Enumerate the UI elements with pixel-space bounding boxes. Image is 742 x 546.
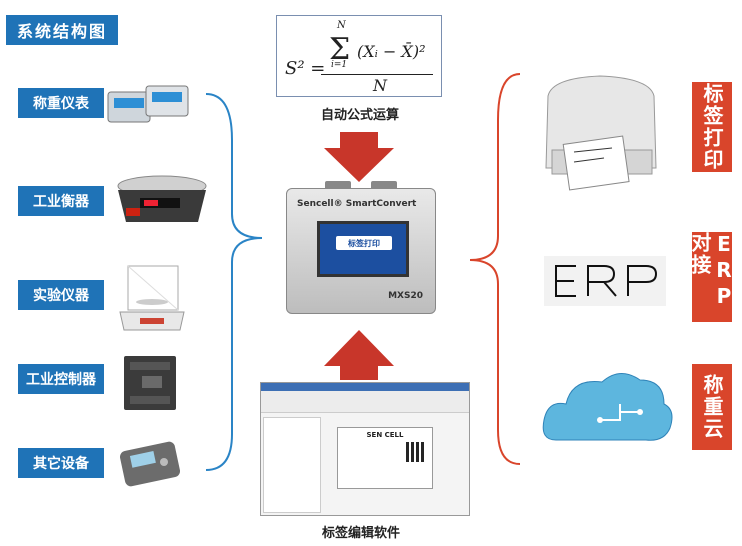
left-brace (205, 93, 263, 471)
left-label-lab-instrument: 实验仪器 (18, 280, 104, 310)
label-preview-head: SEN CELL (366, 431, 404, 439)
lab-balance-icon (119, 265, 185, 331)
formula-box: S² = N Σ i=1 (Xᵢ − X̄)² N (276, 15, 442, 97)
device-connector (325, 181, 351, 189)
right-label-erp: ERP对接 (688, 232, 736, 322)
right-brace (469, 73, 521, 465)
industrial-scale-icon (117, 175, 207, 222)
right-label-weighing-cloud: 称重云 (692, 364, 732, 450)
device-screen-button: 标签打印 (336, 236, 392, 250)
left-label-industrial-controller: 工业控制器 (18, 364, 104, 394)
formula-numerator: (Xᵢ − X̄)² (357, 42, 426, 61)
software-property-panel (263, 417, 321, 513)
label-printer-icon (545, 75, 657, 191)
formula-denominator: N (373, 76, 387, 95)
software-ribbon (261, 391, 469, 413)
left-label-weighing-indicator: 称重仪表 (18, 88, 104, 118)
erp-logo-icon (544, 256, 666, 306)
device-connector (371, 181, 397, 189)
formula-sigma-bottom: i=1 (331, 60, 348, 70)
formula-fraction-line (321, 74, 433, 75)
software-arrow (324, 330, 394, 380)
cloud-icon (542, 373, 673, 441)
device-screen: 标签打印 (317, 221, 409, 277)
formula-sigma-top: N (337, 20, 346, 31)
label-software-screenshot: SEN CELL (260, 382, 470, 516)
left-label-other-devices: 其它设备 (18, 448, 104, 478)
diagram-title: 系统结构图 (6, 15, 118, 45)
weighing-indicator-icon (107, 85, 189, 123)
right-label-label-printing: 标签打印 (692, 82, 732, 172)
formula-arrow (324, 132, 394, 182)
device-model: MXS20 (388, 291, 423, 301)
software-label-preview: SEN CELL (337, 427, 433, 489)
formula-lhs: S² = (285, 58, 326, 79)
left-label-industrial-scale: 工业衡器 (18, 186, 104, 216)
device-brand: Sencell® SmartConvert (297, 199, 417, 209)
sigma-icon: Σ (329, 32, 351, 67)
plc-controller-icon (124, 356, 176, 410)
mxs20-device: Sencell® SmartConvert 标签打印 MXS20 (286, 181, 436, 314)
qr-code-icon (406, 442, 426, 462)
software-caption: 标签编辑软件 (321, 526, 400, 541)
formula-caption: 自动公式运算 (320, 108, 399, 123)
software-titlebar (261, 383, 469, 391)
handheld-device-icon (119, 441, 181, 487)
